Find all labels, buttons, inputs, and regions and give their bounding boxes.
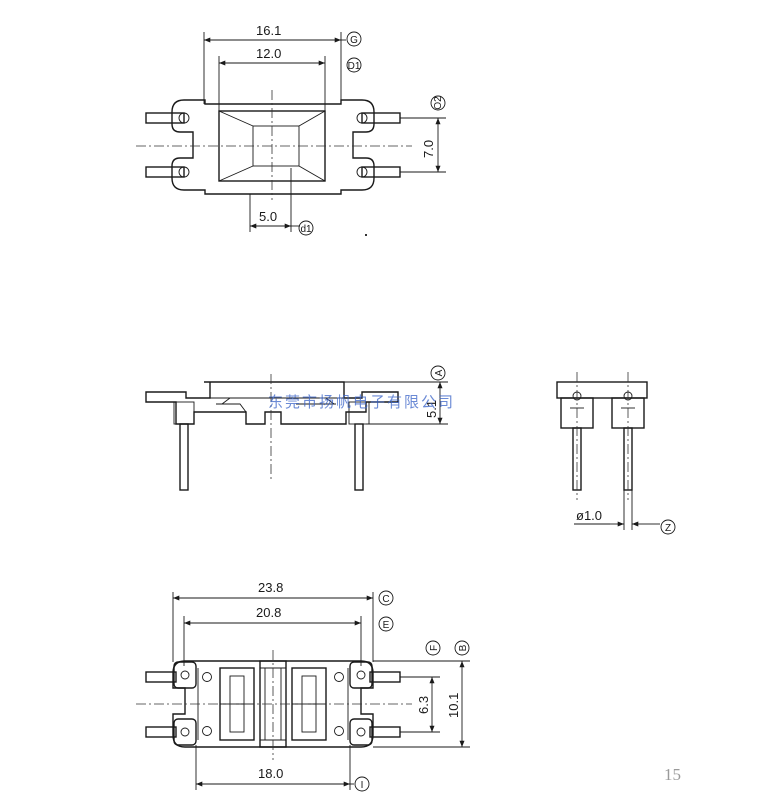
bottom-view: 6.3 10.1 23.8 20.8 18.0 C E F B I [136,580,470,792]
top-pin-right-upper [361,112,401,124]
callout-o2 [430,95,446,111]
callout-d1-small [298,220,314,236]
dim-16-1: 16.1 [256,23,281,38]
bottom-pin-bl [145,726,177,738]
dim-6-3: 6.3 [416,696,431,714]
callout-b-label: B [458,644,469,651]
dim-23-8: 23.8 [258,580,283,595]
bottom-pad-tl [173,661,197,689]
bottom-pad-br [349,718,373,746]
top-view: 16.1 12.0 5.0 7.0 G D1 O2 d1 [136,23,446,236]
top-body-outline [171,99,375,195]
side-body-outline [145,381,399,425]
callout-i-label: I [361,780,364,791]
side-leg-right [354,423,364,491]
end-view: ø1.0 Z [556,372,676,535]
dim-5-0: 5.0 [259,209,277,224]
callout-f-label: F [429,645,440,651]
bottom-pad-bl [173,718,197,746]
bottom-pin-tl [145,671,177,683]
top-pin-left-upper [145,112,185,124]
watermark: 东莞市扬帆电子有限公司 [268,393,455,411]
callout-z [660,519,676,535]
callout-d1 [346,57,362,73]
callout-c-label: C [382,594,389,605]
callout-a-label: A [434,369,445,376]
callout-g [346,31,362,47]
callout-g-label: G [350,35,358,46]
dim-pin-dia: ø1.0 [576,508,602,523]
dim-7-0: 7.0 [421,140,436,158]
dim-12-0: 12.0 [256,46,281,61]
end-top-plate [556,381,648,399]
callout-c [378,590,394,606]
dim-5-1: 5.1 [424,400,439,418]
callout-e [378,616,394,632]
callout-d1-label: D1 [348,61,361,72]
callout-f [425,640,441,656]
callout-o2-label: O2 [433,96,444,110]
callout-i [354,776,370,792]
page-number: 15 [664,765,681,784]
dim-20-8: 20.8 [256,605,281,620]
callout-a [430,365,446,381]
dim-18-0: 18.0 [258,766,283,781]
bottom-pin-tr [369,671,401,683]
top-pin-left-lower [145,166,185,178]
callout-d1-small-label: d1 [300,224,312,235]
callout-b [454,640,470,656]
bottom-pad-tr [349,661,373,689]
side-view: 5.1 A 东莞市扬帆电子有限公司 [145,365,455,491]
side-leg-left [179,423,189,491]
callout-z-label: Z [665,523,671,534]
bottom-pin-br [369,726,401,738]
callout-e-label: E [383,620,390,631]
top-pin-right-lower [361,166,401,178]
dim-10-1: 10.1 [446,693,461,718]
